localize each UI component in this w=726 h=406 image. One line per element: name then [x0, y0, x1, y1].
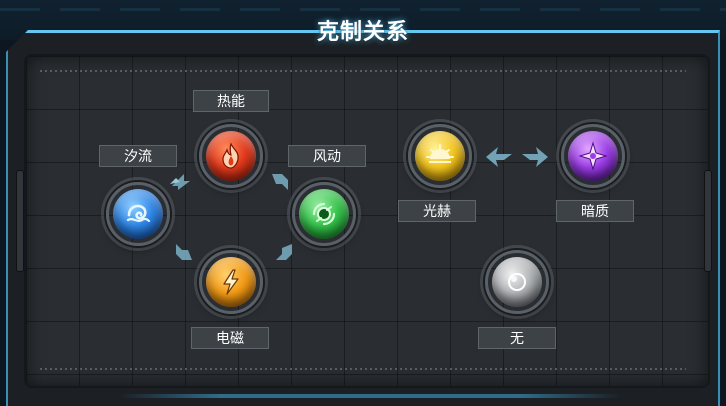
- label-electric: 电磁: [191, 327, 269, 349]
- arrow-electric-to-flow: [176, 244, 192, 260]
- frame-bottom-glow: [120, 394, 620, 398]
- panel-dots-top: [40, 70, 686, 72]
- wind-icon: [312, 202, 336, 226]
- star-cross-icon: [578, 141, 608, 171]
- right-side-rail: [704, 170, 712, 272]
- flame-icon: [222, 142, 239, 169]
- node-dark[interactable]: [561, 124, 625, 188]
- arrow-left-mutual: [486, 147, 512, 167]
- node-flow[interactable]: [106, 182, 170, 246]
- node-none[interactable]: [485, 250, 549, 314]
- left-side-rail: [16, 170, 24, 272]
- label-flow: 汐流: [99, 145, 177, 167]
- label-none: 无: [478, 327, 556, 349]
- water-icon: [126, 204, 151, 223]
- label-heat: 热能: [193, 90, 269, 112]
- node-wind[interactable]: [292, 182, 356, 246]
- label-dark: 暗质: [556, 200, 634, 222]
- page-title: 克制关系: [316, 20, 409, 45]
- panel-dots-bottom: [40, 368, 686, 370]
- label-wind: 风动: [288, 145, 366, 167]
- arrow-right-mutual: [522, 147, 548, 167]
- arrow-flow-to-heat: [170, 174, 190, 190]
- label-light: 光赫: [398, 200, 476, 222]
- node-electric[interactable]: [199, 250, 263, 314]
- arrow-wind-to-electric: [276, 244, 292, 260]
- arrow-heat-to-wind: [272, 174, 288, 190]
- sun-icon: [426, 144, 454, 163]
- node-light[interactable]: [408, 124, 472, 188]
- neutral-icon: [508, 273, 526, 291]
- node-heat[interactable]: [199, 124, 263, 188]
- lightning-icon: [223, 269, 239, 295]
